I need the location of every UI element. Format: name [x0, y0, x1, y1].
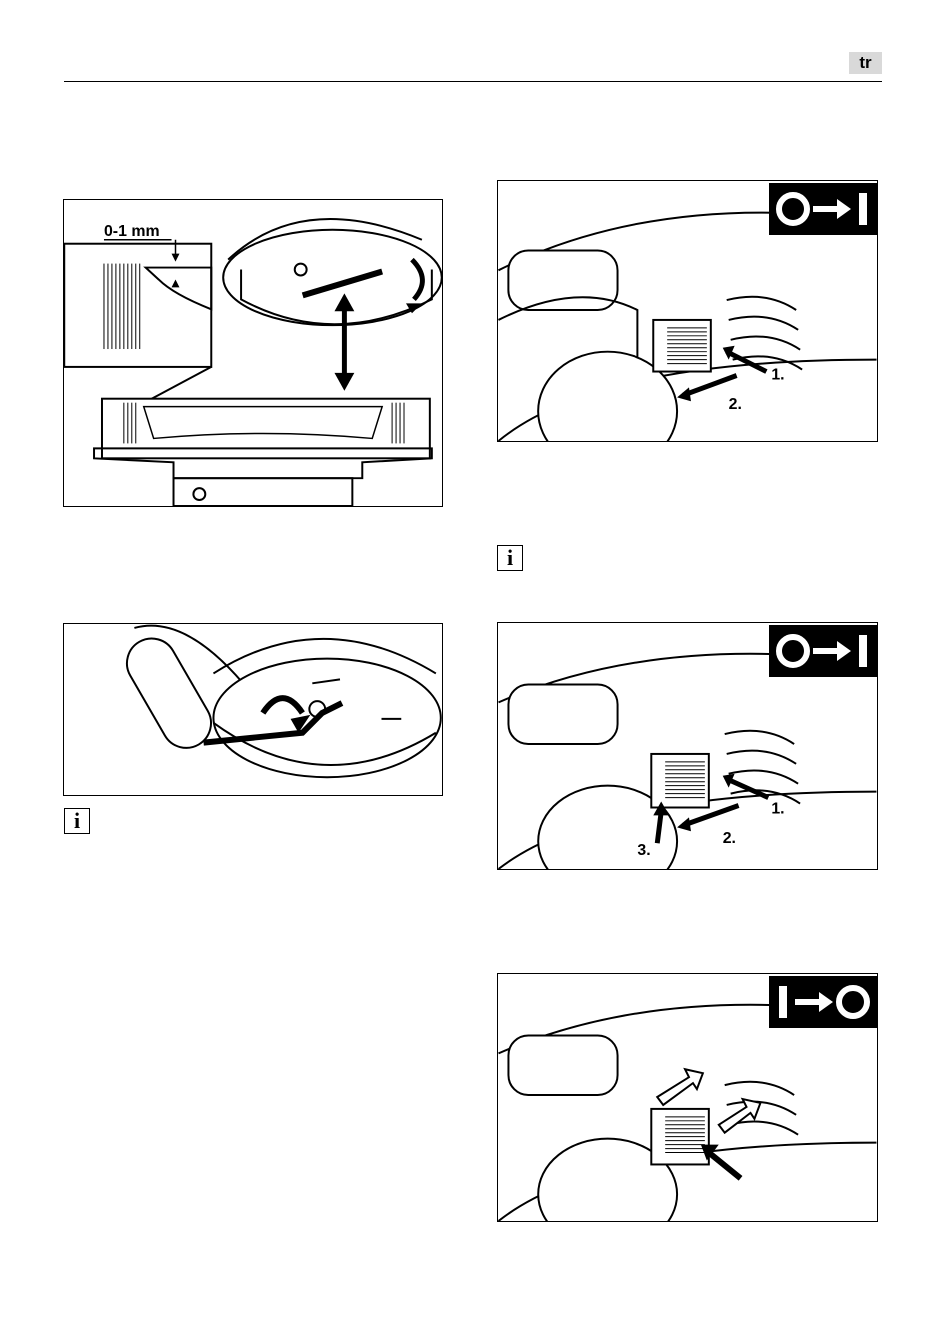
figure-hex-key [63, 623, 443, 796]
gap-label: 0-1 mm [104, 223, 160, 240]
step-label-2: 2. [723, 830, 736, 847]
step-label-3: 3. [637, 842, 650, 859]
off-to-on-symbol [769, 625, 877, 677]
figure-switch-off [497, 973, 878, 1222]
guard-adjustment-illustration: 0-1 mm [64, 200, 442, 506]
step-label-1: 1. [771, 800, 784, 817]
step-label-2: 2. [729, 396, 742, 413]
info-icon: i [497, 545, 523, 571]
figure-switch-on: 1. 2. [497, 180, 878, 442]
figure-guard-adjustment: 0-1 mm [63, 199, 443, 507]
step-label-1: 1. [771, 366, 784, 383]
language-badge: tr [849, 52, 882, 74]
off-to-on-symbol [769, 183, 877, 235]
on-to-off-symbol [769, 976, 877, 1028]
figure-lock-on-switch: 1. 2. 3. [497, 622, 878, 870]
hex-key-illustration [64, 624, 442, 795]
info-icon: i [64, 808, 90, 834]
header-rule [64, 81, 882, 82]
